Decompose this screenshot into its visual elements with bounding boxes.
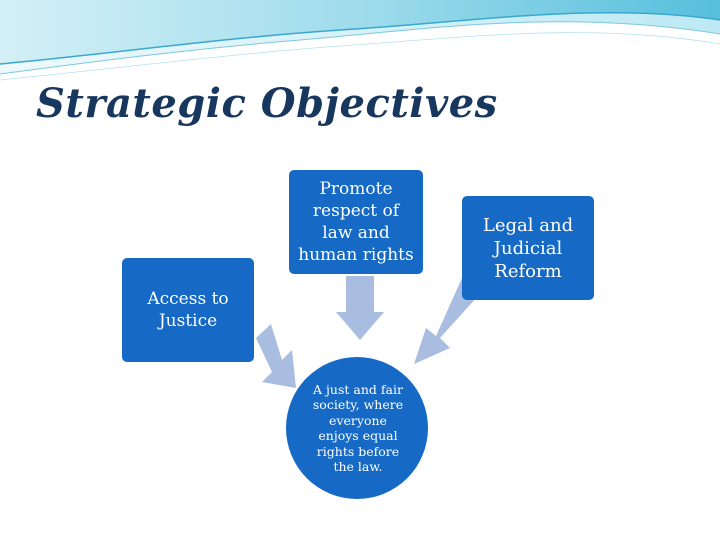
node-label-promote: Promote respect of law and human rights <box>289 170 423 274</box>
node-label-line: Reform <box>494 260 562 282</box>
node-circle-society <box>286 357 428 499</box>
node-box-promote <box>289 170 423 274</box>
node-box-access <box>122 258 254 362</box>
node-label-line: Promote <box>319 179 393 199</box>
header-wave-decoration <box>0 0 720 81</box>
node-label-line: Access to <box>147 289 229 309</box>
arrow-access-to-society <box>256 324 296 388</box>
node-label-legal: Legal and Judicial Reform <box>462 196 594 300</box>
node-label-line: A just and fair <box>313 381 403 397</box>
node-label-line: Legal and <box>482 214 574 236</box>
page-title: Strategic Objectives <box>36 80 498 127</box>
node-label-line: Judicial <box>493 237 563 259</box>
node-label-line: human rights <box>298 245 414 265</box>
node-label-line: law and <box>322 223 390 243</box>
node-box-legal <box>462 196 594 300</box>
node-label-line: society, where <box>312 397 404 412</box>
node-label-line: the law. <box>333 459 383 474</box>
node-label-line: Justice <box>158 311 218 331</box>
node-label-line: rights before <box>316 443 400 459</box>
arrow-legal-to-society <box>414 278 478 364</box>
arrow-promote-to-society <box>336 276 384 340</box>
node-label-line: enjoys equal <box>318 428 398 443</box>
node-label-society: A just and fair society, where everyone … <box>298 370 418 486</box>
node-label-line: respect of <box>312 201 400 221</box>
node-label-access: Access to Justice <box>122 258 254 362</box>
node-label-line: everyone <box>329 412 387 428</box>
